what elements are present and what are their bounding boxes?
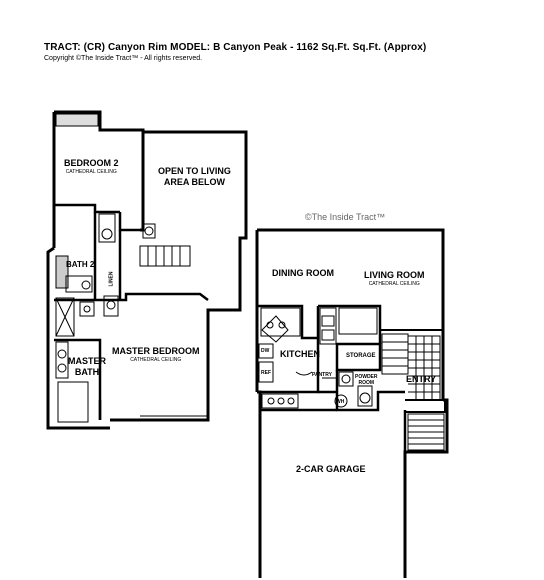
pantry-label: PANTRY <box>312 372 332 378</box>
copyright-notice: Copyright ©The Inside Tract™ - All right… <box>44 55 203 62</box>
master-bath-line2: BATH <box>74 367 100 377</box>
watermark: ©The Inside Tract™ <box>305 212 386 222</box>
ref-label: REF <box>261 370 271 376</box>
bedroom-2-name: BEDROOM 2 <box>64 158 119 168</box>
entry-label: ENTRY <box>406 374 437 384</box>
linen-label: LINEN <box>108 271 115 287</box>
bedroom-2-label: BEDROOM 2 CATHEDRAL CEILING <box>64 158 119 176</box>
master-bedroom-ceiling: CATHEDRAL CEILING <box>130 357 182 363</box>
garage-label: 2-CAR GARAGE <box>296 464 366 474</box>
living-room-label: LIVING ROOM CATHEDRAL CEILING <box>364 270 425 288</box>
open-to-living-line1: OPEN TO LIVING <box>158 166 231 176</box>
dining-room-label: DINING ROOM <box>272 268 334 278</box>
wh-label: WH <box>336 399 345 405</box>
kitchen-label: KITCHEN <box>280 349 320 359</box>
powder-room-line1: POWDER <box>355 374 378 380</box>
living-room-name: LIVING ROOM <box>364 270 425 280</box>
powder-room-label: POWDER ROOM <box>355 374 378 386</box>
master-bedroom-name: MASTER BEDROOM <box>112 346 200 356</box>
master-bedroom-label: MASTER BEDROOM CATHEDRAL CEILING <box>112 346 200 364</box>
dw-label: DW <box>261 348 270 354</box>
living-room-ceiling: CATHEDRAL CEILING <box>368 281 420 287</box>
plan-title: TRACT: (CR) Canyon Rim MODEL: B Canyon P… <box>44 42 427 53</box>
bath-2-label: BATH 2 <box>66 260 95 269</box>
open-to-living-label: OPEN TO LIVING AREA BELOW <box>158 166 231 188</box>
master-bath-label: MASTER BATH <box>68 356 106 378</box>
open-to-living-line2: AREA BELOW <box>163 177 225 187</box>
powder-room-line2: ROOM <box>358 380 375 386</box>
storage-label: STORAGE <box>346 353 376 359</box>
master-bath-line1: MASTER <box>68 356 106 366</box>
bedroom-2-ceiling: CATHEDRAL CEILING <box>65 169 117 175</box>
